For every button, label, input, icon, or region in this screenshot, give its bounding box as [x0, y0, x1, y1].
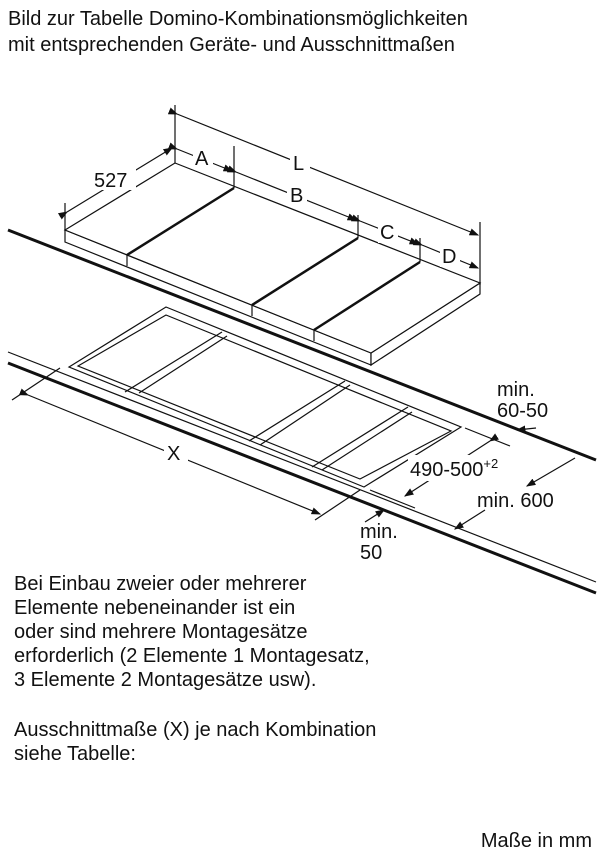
dim-label-B: B: [290, 185, 303, 207]
x-label-bg: [164, 437, 188, 463]
dim-label-L: L: [293, 153, 304, 175]
dim-label-depth: 527: [94, 170, 127, 192]
counter-back-edge: [7, 228, 597, 462]
note-line: 3 Elemente 2 Montagesätze usw).: [14, 669, 317, 691]
dim-label-D: D: [442, 246, 456, 268]
mounting-note: Bei Einbau zweier oder mehrerer Elemente…: [14, 572, 370, 692]
back-gap-label-2: 60-50: [497, 400, 548, 422]
side-gap-label-1: min.: [360, 521, 398, 543]
units-label: Maße in mm: [480, 830, 592, 852]
side-gap-label-2: 50: [360, 542, 382, 564]
dim-label-C: C: [380, 222, 394, 244]
note-line: siehe Tabelle:: [14, 743, 136, 765]
note-line: Elemente nebeneinander ist ein: [14, 597, 296, 619]
note-line: Ausschnittmaße (X) je nach Kombination: [14, 719, 377, 741]
title-line-1: Bild zur Tabelle Domino-Kombinationsmögl…: [8, 8, 468, 30]
dimension-label-backgrounds: [92, 145, 460, 267]
cutout-note: Ausschnittmaße (X) je nach Kombination s…: [14, 718, 376, 766]
cutout-depth-bg: [408, 455, 518, 481]
title-line-2: mit entsprechenden Geräte- und Ausschnit…: [8, 34, 455, 56]
note-line: Bei Einbau zweier oder mehrerer: [14, 573, 307, 595]
note-line: erforderlich (2 Elemente 1 Montagesatz,: [14, 645, 370, 667]
dim-label-A: A: [195, 148, 209, 170]
note-line: oder sind mehrere Montagesätze: [14, 621, 308, 643]
back-gap-label-1: min.: [497, 379, 535, 401]
dim-label-X: X: [167, 443, 180, 465]
cutout-depth-tolerance: +2: [483, 456, 498, 471]
counter-depth-label: min. 600: [477, 490, 554, 512]
cutout-depth-label: 490-500+2: [410, 456, 498, 481]
figure-title: Bild zur Tabelle Domino-Kombinationsmögl…: [8, 6, 468, 58]
